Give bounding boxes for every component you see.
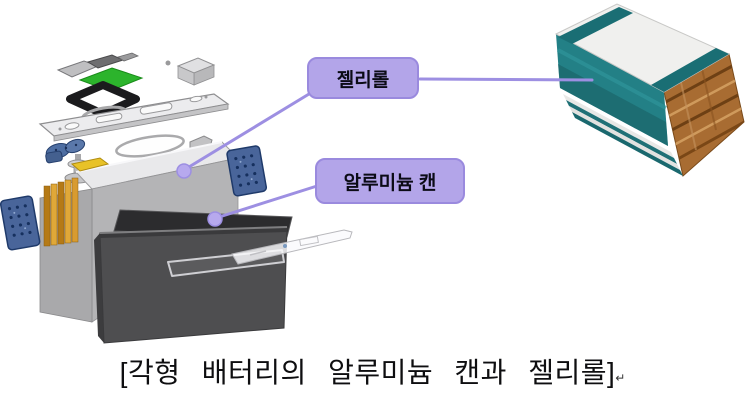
separator-face-teal <box>556 34 668 146</box>
connector-jellyroll-to-image <box>418 77 594 82</box>
figure-caption: [각형 배터리의 알루미늄 캔과 젤리롤]↵ <box>0 351 745 391</box>
callout-connectors <box>176 77 594 227</box>
connector-can-line <box>214 184 319 220</box>
connector-dot-can <box>207 211 223 227</box>
aluminum-can-3d <box>94 209 353 344</box>
holder-plate-blue-right <box>226 145 268 197</box>
electrode-tabs-gold <box>43 157 110 247</box>
bracket-left-blue <box>45 138 86 164</box>
figure-caption-text: [각형 배터리의 알루미늄 캔과 젤리롤] <box>119 357 616 388</box>
jelly-roll-3d <box>554 3 745 177</box>
paragraph-mark: ↵ <box>615 371 626 385</box>
insulator-oval <box>115 134 185 158</box>
jellyroll-top-face <box>554 3 731 93</box>
cap-plate <box>38 93 230 142</box>
terminal-block <box>165 57 216 86</box>
connector-dot-jellyroll <box>176 163 192 179</box>
exploded-battery <box>0 52 353 344</box>
callout-label-aluminum-can-text: 알루미늄 캔 <box>343 172 437 194</box>
callout-label-aluminum-can: 알루미늄 캔 <box>315 158 465 204</box>
connector-jellyroll-to-cell <box>182 92 311 172</box>
holder-plate-blue-left <box>0 195 41 251</box>
seal-gasket-black <box>66 81 140 118</box>
callout-label-jellyroll: 젤리롤 <box>307 57 419 99</box>
layer-ridges <box>563 94 683 176</box>
cap-small-parts <box>56 52 140 78</box>
callout-label-jellyroll-text: 젤리롤 <box>336 69 390 91</box>
insulation-strip <box>231 229 353 265</box>
